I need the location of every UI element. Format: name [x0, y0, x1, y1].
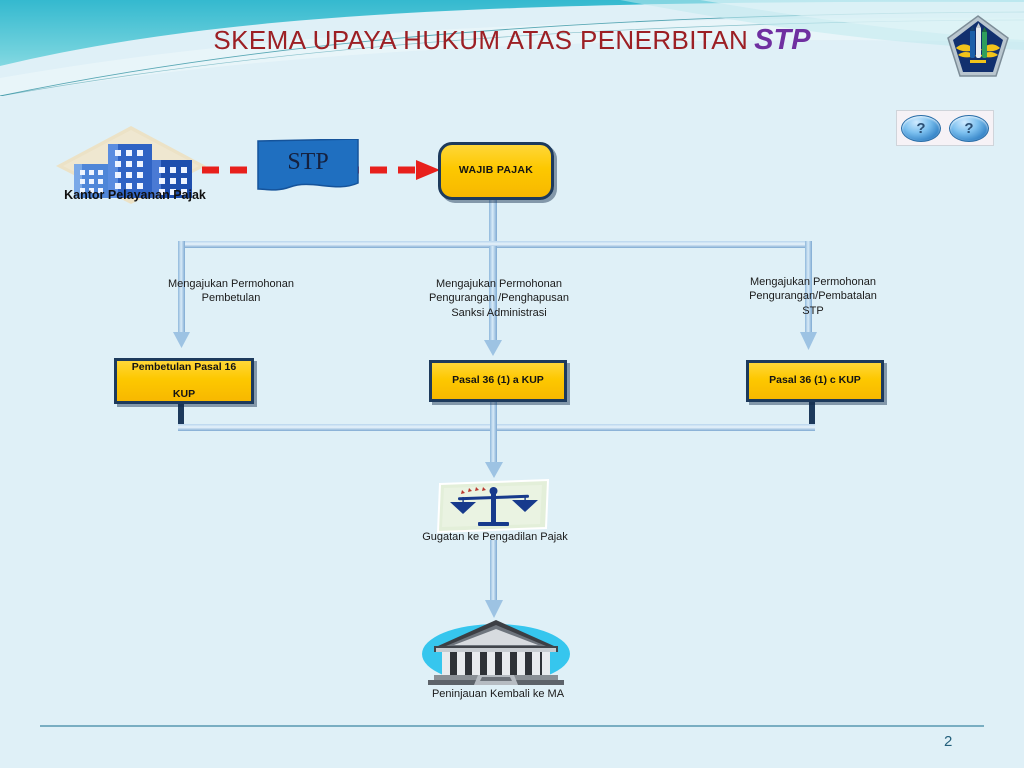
- question-mark-icon: ?: [916, 119, 926, 137]
- node-pembetulan-line1: Pembetulan Pasal 16: [131, 361, 237, 374]
- node-pasal-36-1-a-label: Pasal 36 (1) a KUP: [452, 374, 544, 387]
- tax-office-label: Kantor Pelayanan Pajak: [64, 188, 206, 202]
- branch-label-right-line1: Mengajukan Permohonan: [750, 276, 876, 288]
- tax-office-icon: [36, 124, 226, 206]
- node-pasal-36-1-c-label: Pasal 36 (1) c KUP: [769, 374, 861, 387]
- branch-label-mid-line2: Pengurangan /Penghapusan: [428, 292, 570, 305]
- node-pembetulan-line2: KUP: [172, 387, 196, 400]
- page-number: 2: [944, 733, 953, 750]
- branch-label-mid-line3: Sanksi Administrasi: [451, 306, 547, 319]
- help-button-2[interactable]: ?: [949, 114, 989, 142]
- scales-of-justice-icon: [434, 478, 554, 534]
- node-wajib-pajak[interactable]: WAJIB PAJAK: [438, 142, 554, 200]
- node-pasal-36-1-a[interactable]: Pasal 36 (1) a KUP: [429, 360, 567, 402]
- header-banner: [0, 0, 1024, 96]
- node-wajib-pajak-label: WAJIB PAJAK: [458, 164, 534, 177]
- branch-label-left-line1: Mengajukan Permohonan: [168, 278, 294, 290]
- branch-label-right-line3: STP: [802, 304, 824, 317]
- outcome-label-supreme-court: Peninjauan Kembali ke MA: [431, 688, 565, 700]
- help-button-group: ? ?: [896, 110, 994, 146]
- node-pasal-36-1-c[interactable]: Pasal 36 (1) c KUP: [746, 360, 884, 402]
- branch-label-mid: Mengajukan Permohonan Pengurangan /Pengh…: [404, 277, 594, 320]
- stp-delivery-arrow: [200, 158, 440, 182]
- branch-label-mid-line1: Mengajukan Permohonan: [436, 278, 562, 290]
- footer-divider: [40, 725, 984, 727]
- help-button-1[interactable]: ?: [901, 114, 941, 142]
- courthouse-icon: [420, 612, 572, 690]
- branch-label-right-line2: Pengurangan/Pembatalan: [749, 290, 877, 303]
- kemenkeu-logo: [946, 14, 1010, 82]
- outcome-label-tax-court: Gugatan ke Pengadilan Pajak: [422, 531, 568, 543]
- stp-document-shape: STP: [256, 138, 360, 193]
- branch-label-right: Mengajukan Permohonan Pengurangan/Pembat…: [728, 275, 898, 318]
- question-mark-icon: ?: [964, 119, 974, 137]
- node-pembetulan-pasal-16[interactable]: Pembetulan Pasal 16 KUP: [114, 358, 254, 404]
- branch-label-left-line2: Pembetulan: [201, 292, 261, 305]
- stp-document-label: STP: [287, 149, 329, 175]
- branch-label-left: Mengajukan Permohonan Pembetulan: [96, 277, 366, 306]
